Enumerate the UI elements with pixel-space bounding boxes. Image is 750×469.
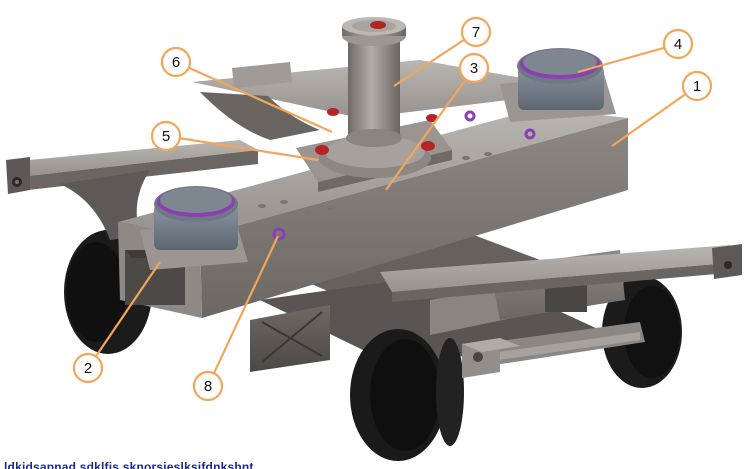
callout-leader-line [165,134,319,162]
callout-leader-line [87,261,161,369]
vertical-post [342,17,406,147]
callout-6: 6 [160,46,333,134]
caption-strip: ldkjdsapnad sdklfjs sknorsjeslksjfdnkshn… [0,458,750,469]
callout-leader-line [207,235,279,387]
callout-2: 2 [72,261,161,384]
callout-leader-line [611,85,698,147]
callout-leader-line [393,31,477,87]
front-right-wheel [350,329,464,461]
callout-number: 8 [204,378,212,395]
callout-5: 5 [150,120,319,162]
red-bolts [315,108,438,155]
callout-number: 3 [470,60,478,77]
callout-7: 7 [393,16,492,87]
callout-leader-line [175,60,333,134]
figure-caption: ldkjdsapnad sdklfjs sknorsjeslksjfdnkshn… [4,460,254,469]
callout-number: 2 [84,360,92,377]
callout-number: 4 [674,36,682,53]
callout-1: 1 [611,70,713,147]
purple-rings [272,110,536,241]
callout-circle [460,16,492,48]
callout-number: 7 [472,24,480,41]
callout-8: 8 [192,235,279,402]
callout-leader-line [385,67,475,191]
callout-leader-line [577,42,679,74]
callout-3: 3 [385,52,490,191]
callout-4: 4 [577,28,694,74]
front-right-bracket [462,338,520,378]
callout-circle [458,52,490,84]
callout-circle [72,352,104,384]
callout-number: 1 [693,78,701,95]
callout-circle [150,120,182,152]
lower-chassis-frame [250,228,742,372]
load-pad-left [140,186,248,270]
callout-circle [192,370,224,402]
callout-circle [662,28,694,60]
load-pad-right [500,48,616,122]
callout-circle [681,70,713,102]
callout-number: 6 [172,54,180,71]
callout-group: 1 2 3 4 5 6 7 8 [72,16,713,402]
callout-circle [160,46,192,78]
callout-number: 5 [162,128,170,145]
